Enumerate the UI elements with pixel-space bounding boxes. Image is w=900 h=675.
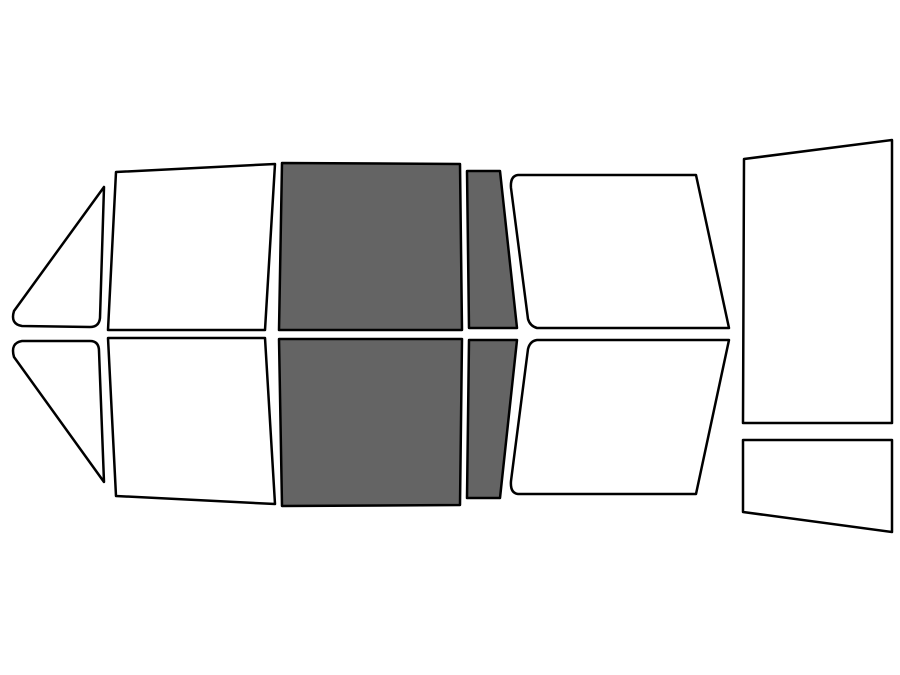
pane-rear-door-top[interactable] (277, 161, 464, 332)
pane-rear-vent-bottom[interactable] (465, 338, 519, 500)
pane-back-lower-window[interactable] (741, 438, 894, 534)
pane-front-quarter-top[interactable] (11, 185, 106, 329)
pane-rear-vent-top[interactable] (465, 169, 519, 330)
pane-front-door-top[interactable] (106, 162, 277, 332)
pane-front-quarter-bottom[interactable] (11, 339, 106, 484)
pane-back-window[interactable] (741, 138, 894, 425)
pane-rear-door-bottom[interactable] (277, 337, 464, 508)
pane-front-door-bottom[interactable] (106, 336, 277, 506)
pane-rear-quarter-bottom[interactable] (509, 338, 731, 496)
pane-rear-quarter-top[interactable] (509, 173, 731, 330)
